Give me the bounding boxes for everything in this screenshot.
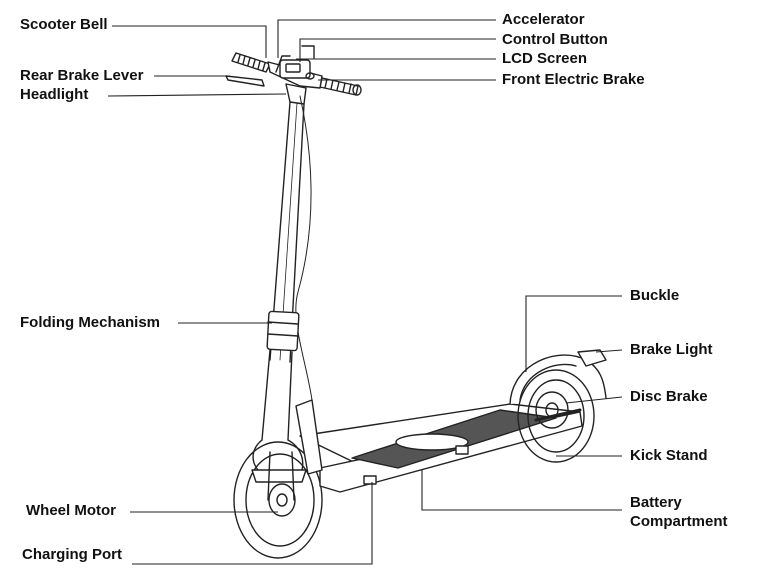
headlight-shape bbox=[285, 83, 307, 105]
stem-shape bbox=[269, 95, 313, 401]
brake-lever-shape bbox=[225, 75, 265, 87]
rear-wheel-shape bbox=[509, 349, 607, 463]
left-grip bbox=[231, 52, 271, 73]
leader-charging-port bbox=[132, 482, 373, 565]
label-battery-line1: Battery bbox=[630, 494, 682, 511]
label-scooter-bell: Scooter Bell bbox=[20, 16, 108, 33]
leader-disc-brake bbox=[565, 396, 623, 404]
label-rear-brake-lever: Rear Brake Lever bbox=[20, 67, 144, 84]
label-kick-stand: Kick Stand bbox=[630, 447, 708, 464]
label-buckle: Buckle bbox=[630, 287, 680, 304]
label-wheel-motor: Wheel Motor bbox=[26, 502, 116, 519]
folding-mechanism-shape bbox=[261, 310, 300, 441]
front-wheel-shape bbox=[233, 439, 323, 559]
leader-accelerator bbox=[277, 19, 496, 58]
leader-headlight bbox=[107, 93, 287, 97]
label-folding-mechanism: Folding Mechanism bbox=[20, 314, 161, 331]
label-accelerator: Accelerator bbox=[502, 11, 585, 28]
leader-brake-light bbox=[595, 349, 623, 353]
label-headlight: Headlight bbox=[20, 86, 89, 103]
label-disc-brake: Disc Brake bbox=[630, 388, 708, 405]
leader-control-button bbox=[299, 38, 496, 62]
label-lcd-screen: LCD Screen bbox=[502, 50, 588, 67]
label-charging-port: Charging Port bbox=[22, 546, 122, 563]
deck-shape bbox=[295, 399, 583, 493]
right-grip bbox=[319, 77, 362, 96]
label-front-electric-brake: Front Electric Brake bbox=[502, 71, 645, 88]
leader-battery-compartment bbox=[421, 470, 622, 511]
handlebar-head bbox=[267, 45, 323, 89]
label-battery-line2: Compartment bbox=[630, 513, 728, 530]
label-brake-light: Brake Light bbox=[630, 341, 713, 358]
leader-scooter-bell bbox=[112, 25, 267, 58]
label-control-button: Control Button bbox=[502, 31, 608, 48]
leader-buckle bbox=[525, 295, 622, 372]
